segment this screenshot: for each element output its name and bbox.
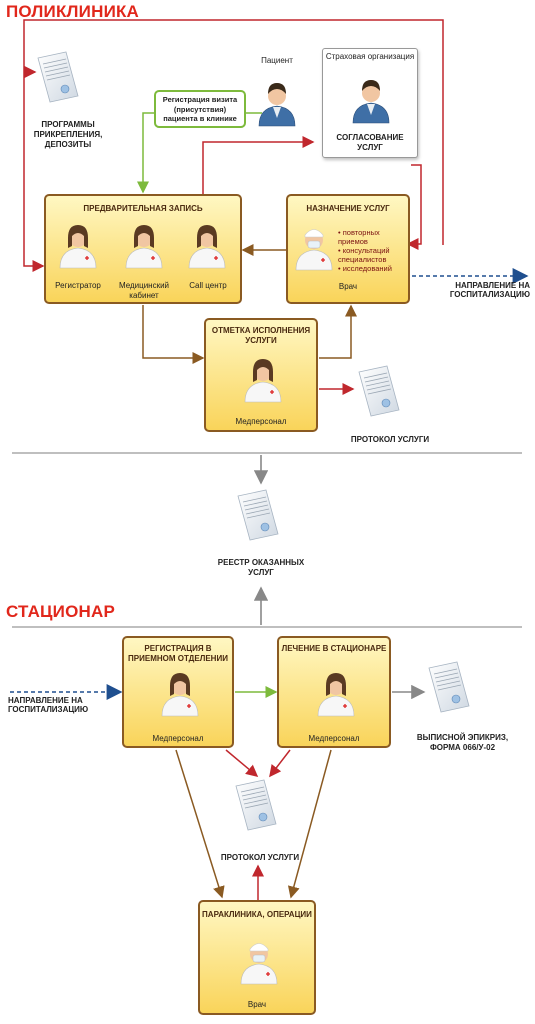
pre-booking-box: ПРЕДВАРИТЕЛЬНАЯ ЗАПИСЬ Регистратор Медиц… — [44, 194, 242, 304]
insurance-org-label: Страховая организация — [325, 52, 415, 61]
assignment-bullets: повторных приемов консультаций специалис… — [338, 228, 408, 273]
paraclinic-role: Врач — [247, 1000, 267, 1009]
bullet-consultations: консультаций специалистов — [338, 246, 408, 264]
arrow-execution-to-assignment — [319, 304, 357, 359]
arrow-treatment-to-paraclinic — [287, 749, 332, 899]
insurance-agent-avatar — [352, 79, 390, 124]
role-registrar: Регистратор — [55, 281, 101, 290]
discharge-label: ВЫПИСНОЙ ЭПИКРИЗ, ФОРМА 066/У-02 — [416, 733, 509, 752]
hospital-protocol-document-icon — [235, 779, 277, 831]
medical-office-avatar — [125, 224, 163, 269]
assignment-title: НАЗНАЧЕНИЕ УСЛУГ — [306, 204, 390, 213]
referral-in-label: НАПРАВЛЕНИЕ НА ГОСПИТАЛИЗАЦИЮ — [8, 696, 89, 714]
paraclinic-box: ПАРАКЛИНИКА, ОПЕРАЦИИ Врач — [198, 900, 316, 1015]
registry-label: РЕЕСТР ОКАЗАННЫХ УСЛУГ — [217, 558, 305, 577]
assignment-box: НАЗНАЧЕНИЕ УСЛУГ повторных приемов консу… — [286, 194, 410, 304]
arrow-admission-to-protocol — [225, 749, 259, 777]
arrow-visit-registration — [137, 112, 156, 194]
clinic-section-title: ПОЛИКЛИНИКА — [6, 2, 140, 21]
paraclinic-title: ПАРАКЛИНИКА, ОПЕРАЦИИ — [202, 910, 312, 919]
role-call-center: Call центр — [189, 281, 227, 290]
hospital-section-title: СТАЦИОНАР — [6, 602, 115, 621]
registry-document-icon — [237, 489, 279, 541]
arrow-outer-loop — [23, 19, 444, 272]
arrow-booking-to-execution — [142, 305, 205, 364]
programs-document-icon — [37, 51, 79, 103]
admission-staff-avatar — [161, 672, 199, 717]
arrow-booking-to-approval — [202, 136, 315, 195]
insurance-approval-label: СОГЛАСОВАНИЕ УСЛУГ — [336, 133, 404, 152]
execution-title: ОТМЕТКА ИСПОЛНЕНИЯ УСЛУГИ — [211, 326, 311, 345]
arrow-admission-to-paraclinic — [175, 749, 225, 899]
bullet-repeat-visits: повторных приемов — [338, 228, 408, 246]
treatment-role: Медперсонал — [308, 734, 360, 743]
treatment-box: ЛЕЧЕНИЕ В СТАЦИОНАРЕ Медперсонал — [277, 636, 391, 748]
assignment-role: Врач — [338, 282, 358, 291]
clinic-protocol-document-icon — [358, 365, 400, 417]
discharge-document-icon — [428, 661, 470, 713]
role-medical-office: Медицинский кабинет — [118, 281, 170, 300]
referral-out-label: НАПРАВЛЕНИЕ НА ГОСПИТАЛИЗАЦИЮ — [449, 281, 530, 299]
registrar-avatar — [59, 224, 97, 269]
arrow-treatment-to-protocol — [269, 749, 291, 778]
clinic-protocol-label: ПРОТОКОЛ УСЛУГИ — [350, 435, 430, 444]
treatment-title: ЛЕЧЕНИЕ В СТАЦИОНАРЕ — [281, 644, 387, 653]
execution-role: Медперсонал — [235, 417, 287, 426]
visit-registration-box: Регистрация визита (присутствия) пациент… — [154, 90, 246, 128]
admission-box: РЕГИСТРАЦИЯ В ПРИЕМНОМ ОТДЕЛЕНИИ Медперс… — [122, 636, 234, 748]
execution-staff-avatar — [244, 358, 282, 403]
patient-avatar — [258, 82, 296, 127]
paraclinic-doctor-avatar — [240, 942, 278, 985]
arrow-approval-to-assignment — [406, 164, 422, 250]
programs-label: ПРОГРАММЫ ПРИКРЕПЛЕНИЯ, ДЕПОЗИТЫ — [33, 120, 103, 149]
visit-registration-label: Регистрация визита (присутствия) пациент… — [162, 95, 238, 123]
bullet-examinations: исследований — [338, 264, 408, 273]
assignment-doctor-avatar — [295, 228, 333, 271]
insurance-box: Страховая организация СОГЛАСОВАНИЕ УСЛУГ — [322, 48, 418, 158]
admission-role: Медперсонал — [152, 734, 204, 743]
treatment-staff-avatar — [317, 672, 355, 717]
hospital-protocol-label: ПРОТОКОЛ УСЛУГИ — [220, 853, 300, 862]
pre-booking-title: ПРЕДВАРИТЕЛЬНАЯ ЗАПИСЬ — [83, 204, 203, 213]
call-center-avatar — [188, 224, 226, 269]
execution-box: ОТМЕТКА ИСПОЛНЕНИЯ УСЛУГИ Медперсонал — [204, 318, 318, 432]
admission-title: РЕГИСТРАЦИЯ В ПРИЕМНОМ ОТДЕЛЕНИИ — [128, 644, 228, 663]
patient-label: Пациент — [261, 56, 293, 65]
